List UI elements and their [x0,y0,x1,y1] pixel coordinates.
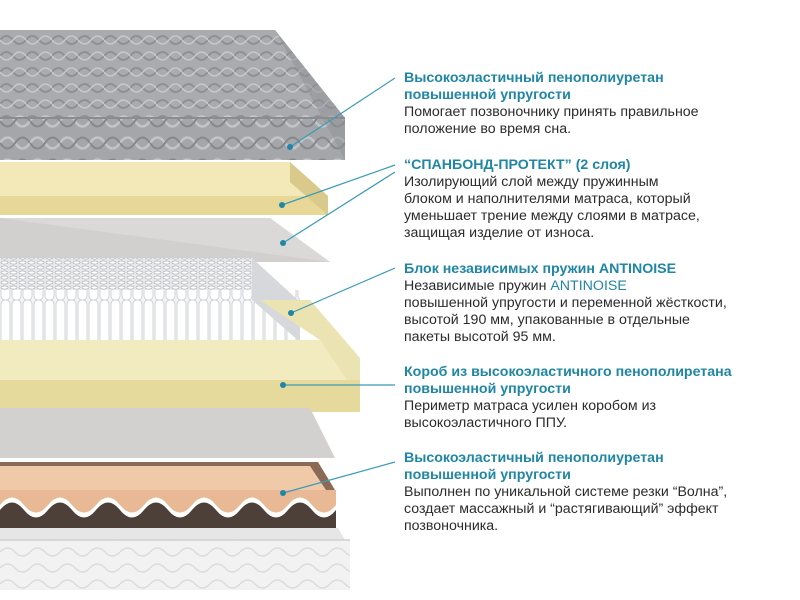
layer-spunbond-top [0,218,330,262]
callout-top-foam: Высокоэластичный пенополиуретан повышенн… [404,70,796,138]
callout-title: Блок независимых пружин ANTINOISE [404,261,677,277]
leader-dot [280,490,286,496]
callout-body: Изолирующий слой между пружинным блоком … [404,174,700,241]
layer-yellow-foam [0,162,328,215]
leader-dot [287,144,293,150]
leader-lines [281,77,396,494]
leader-dot [288,310,294,316]
layer-top-quilted-foam [0,30,345,160]
leader-dot [279,202,285,208]
layer-spring-block [0,258,300,342]
callout-foam-box: Короб из высокоэластичного пенополиретан… [404,364,796,432]
layer-bottom-cover [0,528,350,590]
callout-title: “СПАНБОНД-ПРОТЕКТ” (2 слоя) [404,157,631,173]
callout-title: Высокоэластичный пенополиуретан повышенн… [404,450,664,483]
callout-title: Короб из высокоэластичного пенополиретан… [404,364,732,397]
leader-dot [280,240,286,246]
callout-title: Высокоэластичный пенополиуретан повышенн… [404,70,664,103]
leader-dot [280,382,286,388]
layer-foam-box [0,300,360,412]
callout-body: Выполнен по уникальной системе резки “Во… [404,484,728,534]
antinoise-highlight: ANTINOISE [550,278,627,294]
callout-spring-block: Блок независимых пружин ANTINOISE Незави… [404,261,796,346]
callout-body: Периметр матраса усилен коробом из высок… [404,398,657,431]
layer-wave-foam [0,462,336,530]
callout-wave-foam: Высокоэластичный пенополиуретан повышенн… [404,450,796,535]
callout-spunbond: “СПАНБОНД-ПРОТЕКТ” (2 слоя) Изолирующий … [404,157,796,242]
leader-dots [279,144,294,496]
callout-body: Помогает позвоночнику принять правильное… [404,104,699,137]
layer-spunbond-bottom [0,408,335,458]
body-prefix: Независимые пружин [404,278,551,294]
callout-body: Независимые пружин ANTINOISE повышенной … [404,278,727,345]
